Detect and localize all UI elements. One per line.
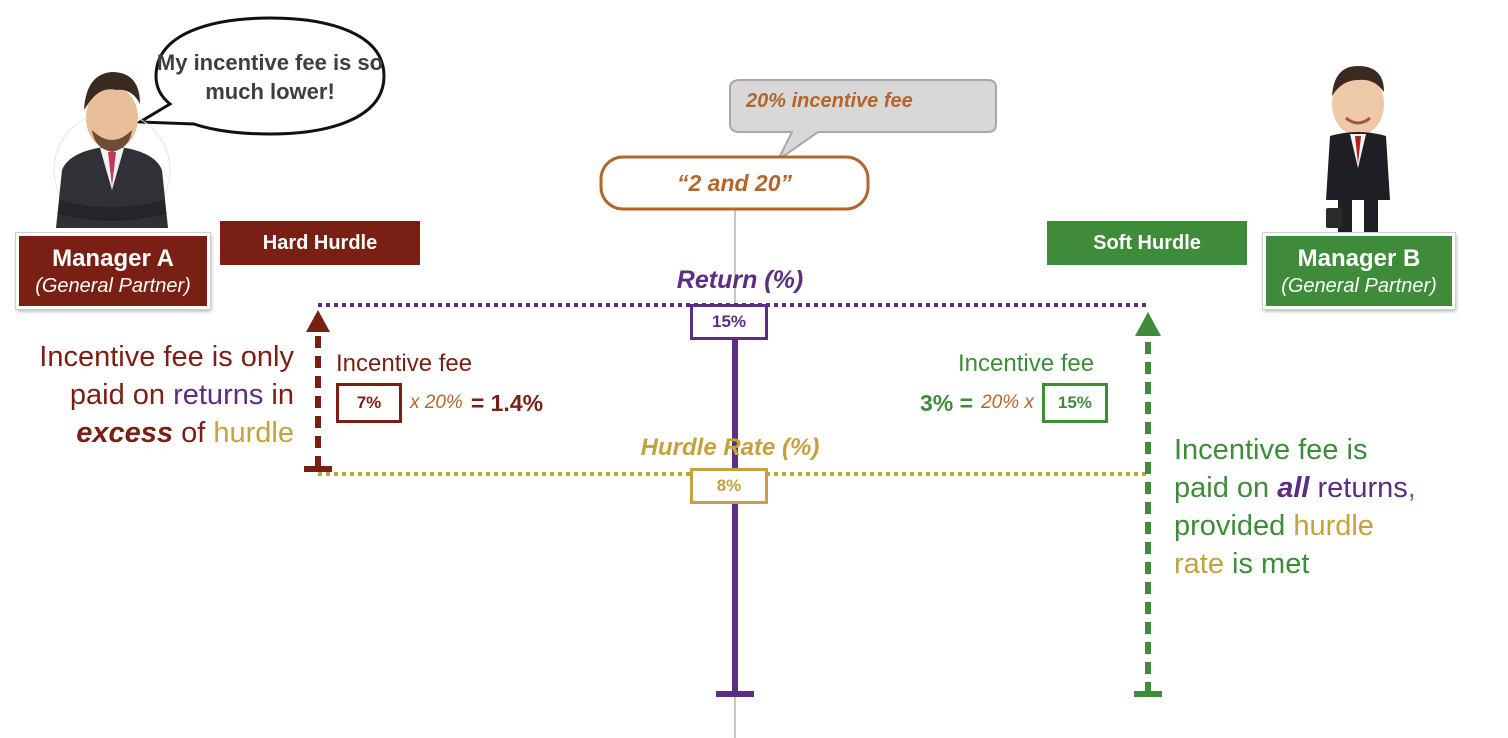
return-value-box: 15%: [690, 304, 768, 340]
note-line: excess of hurdle: [76, 417, 294, 449]
manager-a-fee-calc: 7% x 20% = 1.4%: [336, 382, 543, 424]
excess-return-box: 7%: [336, 383, 402, 423]
soft-hurdle-tag: Soft Hurdle: [1047, 221, 1247, 265]
fee-rate-multiplier: 20% x: [981, 392, 1034, 413]
note-line: Incentive fee is: [1174, 434, 1368, 466]
fee-callout-shape: [729, 79, 997, 161]
speech-bubble-shape: [134, 16, 386, 136]
manager-b-figure: [1326, 66, 1390, 232]
manager-a-name: Manager A: [52, 245, 174, 272]
note-line: rate is met: [1174, 548, 1310, 580]
incentive-fee-callout: 20% incentive fee: [746, 90, 913, 112]
soft-hurdle-note: Incentive fee is paid on all returns, pr…: [1174, 431, 1494, 583]
two-and-twenty-shape: [599, 155, 870, 211]
hurdle-value-box: 8%: [690, 468, 768, 504]
soft-hurdle-arrowhead: [1135, 312, 1161, 336]
manager-b-role: (General Partner): [1281, 275, 1437, 297]
manager-a-plate: Manager A (General Partner): [16, 233, 210, 309]
return-title: Return (%): [676, 266, 804, 294]
manager-b-name: Manager B: [1297, 245, 1421, 272]
hard-hurdle-tag: Hard Hurdle: [220, 221, 420, 265]
manager-b-plate: Manager B (General Partner): [1263, 233, 1455, 309]
note-line: paid on returns in: [69, 379, 294, 411]
manager-a-fee-label: Incentive fee: [336, 350, 473, 377]
hurdle-rate-title: Hurdle Rate (%): [640, 434, 820, 461]
manager-a-figure: [53, 72, 171, 229]
fee-rate-multiplier: x 20%: [410, 392, 463, 413]
total-return-box: 15%: [1041, 383, 1108, 423]
manager-b-fee-label: Incentive fee: [958, 350, 1095, 377]
speech-bubble-text: My incentive fee is so much lower!: [156, 50, 384, 104]
note-line: provided hurdle: [1174, 510, 1374, 542]
manager-b-fee-result: 3% =: [920, 389, 974, 416]
note-line: Incentive fee is only: [39, 341, 294, 373]
note-line: paid on all returns,: [1174, 472, 1416, 504]
manager-a-fee-result: = 1.4%: [470, 389, 544, 416]
hard-hurdle-note: Incentive fee is only paid on returns in…: [4, 338, 294, 452]
manager-b-fee-calc: 3% = 20% x 15%: [920, 382, 1108, 424]
manager-a-role: (General Partner): [35, 275, 191, 297]
hard-hurdle-arrowhead: [306, 310, 330, 332]
fee-structure-label: “2 and 20”: [676, 169, 793, 196]
